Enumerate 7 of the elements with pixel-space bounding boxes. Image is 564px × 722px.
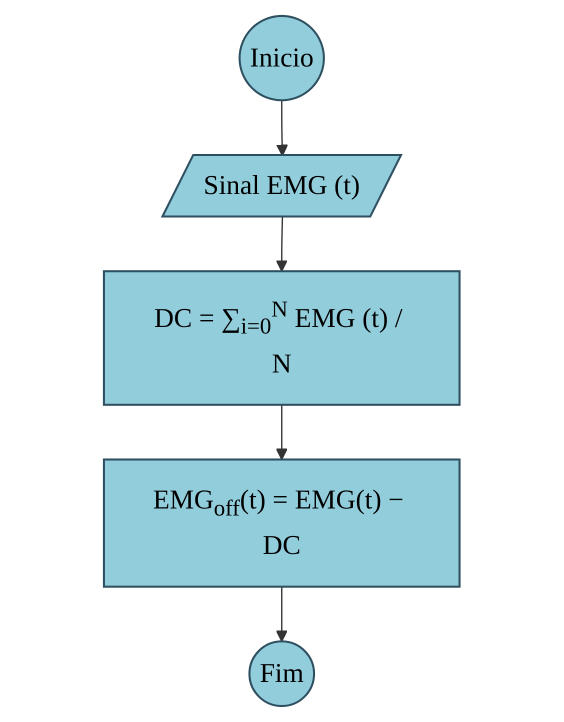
node-box: EMG$_{off}$(t) = EMG(t) − DC [103, 458, 461, 588]
node-circle: Inicio [238, 14, 326, 102]
arrow [276, 404, 288, 460]
arrow [276, 217, 288, 272]
arrow [276, 586, 288, 642]
node-box: DC = ∑$_{i=0}$$^{N}$ EMG (t) / N [103, 270, 461, 406]
node-circle: Fim [248, 640, 316, 708]
